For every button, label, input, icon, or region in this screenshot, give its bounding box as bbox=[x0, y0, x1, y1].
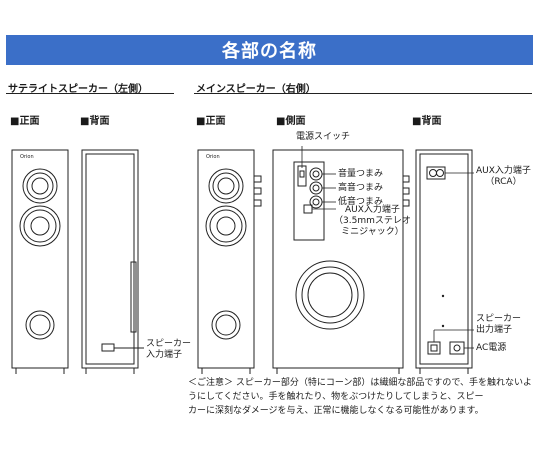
caution-note: ＜ご注意＞ スピーカー部分（特にコーン部）は繊細な部品ですので、手を触れないよ … bbox=[188, 376, 533, 418]
main-section-rule bbox=[194, 93, 532, 94]
aux-35mm-line2: （3.5mmステレオ bbox=[334, 216, 411, 226]
main-side-cabinet bbox=[272, 149, 410, 374]
aux-rca-line2: （RCA） bbox=[485, 177, 522, 187]
bass-knob-callout: 低音つまみ bbox=[338, 197, 384, 207]
page-title-banner: 各部の名称 bbox=[6, 35, 533, 65]
satellite-input-line1: スピーカー bbox=[146, 339, 192, 349]
satellite-input-callout: スピーカー 入力端子 bbox=[146, 339, 191, 361]
satellite-section-heading: サテライトスピーカー（左側） bbox=[8, 84, 148, 95]
main-brand-logo: Orion bbox=[206, 154, 220, 160]
main-side-label: ■側面 bbox=[276, 116, 306, 127]
aux-rca-callout: AUX入力端子 （RCA） bbox=[476, 166, 531, 188]
main-back-label: ■背面 bbox=[412, 116, 442, 127]
aux-35mm-line3: ミニジャック） bbox=[341, 227, 404, 237]
page-title: 各部の名称 bbox=[222, 41, 317, 62]
main-front-cabinet bbox=[197, 149, 262, 374]
caution-note-line2: うにしてください。手を触れたり、物をぶつけたりしてしまうと、スピー bbox=[188, 392, 484, 402]
aux-35mm-line1: AUX入力端子 bbox=[344, 205, 400, 215]
ac-power-callout: AC電源 bbox=[476, 343, 507, 353]
satellite-back-label: ■背面 bbox=[80, 116, 110, 127]
main-section-heading: メインスピーカー（右側） bbox=[196, 84, 316, 95]
main-output-line1: スピーカー bbox=[476, 314, 522, 324]
satellite-input-line2: 入力端子 bbox=[146, 350, 183, 360]
satellite-front-label: ■正面 bbox=[10, 116, 40, 127]
main-back-cabinet bbox=[415, 149, 473, 374]
caution-note-line1: ＜ご注意＞ スピーカー部分（特にコーン部）は繊細な部品ですので、手を触れないよ bbox=[188, 378, 532, 388]
power-switch-callout: 電源スイッチ bbox=[296, 132, 351, 142]
caution-note-line3: カーに深刻なダメージを与え、正常に機能しなくなる可能性があります。 bbox=[188, 406, 484, 416]
satellite-section-rule bbox=[6, 93, 174, 94]
satellite-front-cabinet bbox=[11, 149, 69, 374]
main-output-line2: 出力端子 bbox=[476, 325, 513, 335]
main-front-label: ■正面 bbox=[196, 116, 226, 127]
satellite-back-cabinet bbox=[81, 149, 144, 374]
aux-35mm-callout: AUX入力端子 （3.5mmステレオ ミニジャック） bbox=[334, 205, 411, 238]
volume-knob-callout: 音量つまみ bbox=[338, 169, 384, 179]
treble-knob-callout: 高音つまみ bbox=[338, 183, 384, 193]
satellite-brand-logo: Orion bbox=[20, 154, 34, 160]
main-output-callout: スピーカー 出力端子 bbox=[476, 314, 521, 336]
aux-rca-line1: AUX入力端子 bbox=[476, 166, 531, 176]
callout-leader-lines bbox=[301, 146, 474, 349]
